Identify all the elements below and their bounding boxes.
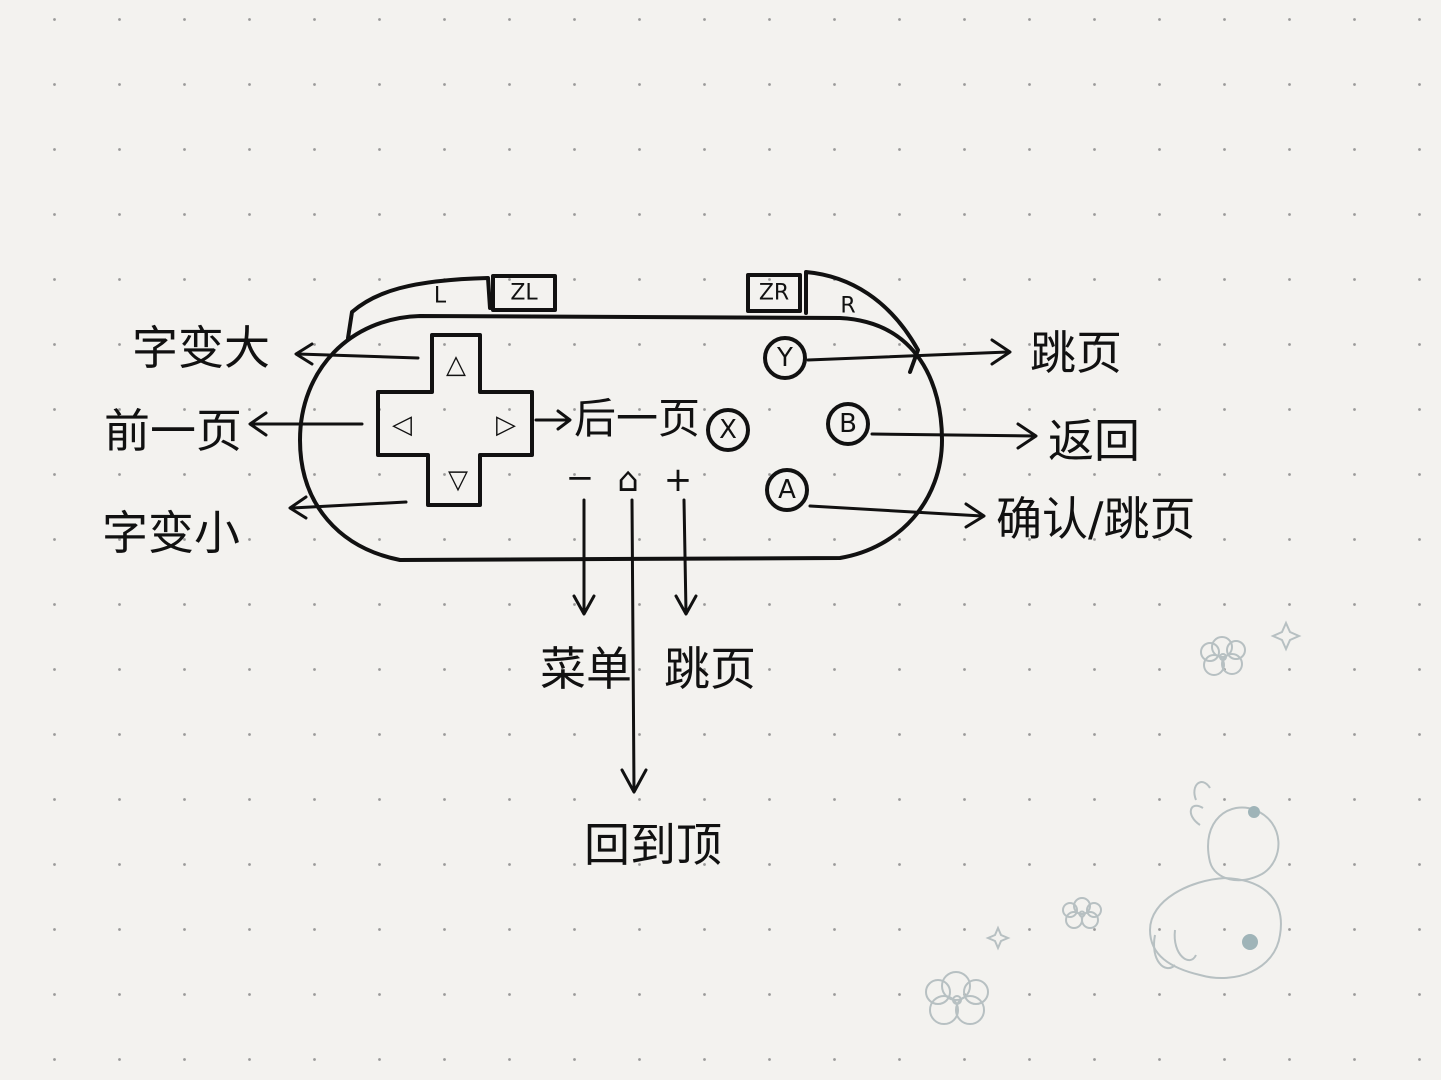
shoulder-zr-key: ZR bbox=[759, 281, 789, 306]
label-menu: 菜单 bbox=[540, 642, 632, 696]
label-jump-page-plus: 跳页 bbox=[664, 642, 756, 696]
face-y-circle bbox=[763, 336, 807, 380]
minus-key: − bbox=[566, 458, 595, 498]
shoulder-right-outline bbox=[804, 270, 920, 374]
face-b-key: B bbox=[839, 409, 857, 439]
shoulder-left-outline bbox=[346, 276, 492, 340]
label-jump-page-top: 跳页 bbox=[1030, 326, 1122, 380]
label-go-to-top: 回到顶 bbox=[584, 818, 722, 872]
face-a-circle bbox=[765, 468, 809, 512]
arrow-zoom-out bbox=[288, 495, 408, 520]
dpad-right-key: ▷ bbox=[496, 410, 516, 440]
label-next-page: 后一页 bbox=[574, 394, 701, 443]
shoulder-left-key: L bbox=[434, 284, 447, 309]
rabbit-sticker-icon bbox=[1148, 876, 1282, 980]
face-a-key: A bbox=[778, 475, 796, 505]
dpad-up-key: △ bbox=[446, 350, 466, 380]
shoulder-zr-outline bbox=[746, 273, 802, 313]
arrow-menu bbox=[572, 498, 596, 616]
arrow-jump-page-plus bbox=[674, 498, 698, 616]
arrow-back bbox=[870, 422, 1038, 450]
label-zoom-in: 字变大 bbox=[132, 321, 270, 375]
label-zoom-out: 字变小 bbox=[102, 506, 240, 560]
arrow-jump-page-top bbox=[806, 338, 1012, 366]
face-x-circle bbox=[706, 408, 750, 452]
shoulder-zl-key: ZL bbox=[510, 281, 538, 306]
dpad-outline bbox=[376, 333, 534, 507]
arrow-confirm-jump bbox=[808, 502, 986, 529]
controller-outline bbox=[298, 314, 944, 562]
dpad-left-key: ◁ bbox=[392, 410, 412, 440]
shoulder-right-key: R bbox=[840, 294, 855, 319]
face-x-key: X bbox=[719, 415, 737, 445]
sparkle-icon bbox=[985, 925, 1011, 951]
arrow-prev-page bbox=[248, 411, 364, 437]
arrow-next-page bbox=[534, 409, 572, 431]
rabbit-sticker-icon bbox=[1189, 781, 1280, 882]
label-confirm-jump: 确认/跳页 bbox=[996, 492, 1196, 546]
shoulder-zl-outline bbox=[491, 274, 557, 312]
face-b-circle bbox=[826, 402, 870, 446]
label-back: 返回 bbox=[1048, 414, 1140, 468]
dpad-down-key: ▽ bbox=[448, 465, 468, 495]
flower-sticker-icon bbox=[925, 971, 989, 1025]
arrow-go-to-top bbox=[620, 498, 648, 794]
plus-key: + bbox=[664, 460, 693, 500]
flower-sticker-icon bbox=[1200, 636, 1246, 676]
sparkle-icon bbox=[1270, 620, 1302, 652]
face-y-key: Y bbox=[776, 343, 793, 373]
home-icon: ⌂ bbox=[617, 460, 639, 500]
arrow-zoom-in bbox=[294, 342, 420, 366]
flower-sticker-icon bbox=[1062, 897, 1102, 929]
label-prev-page: 前一页 bbox=[104, 404, 242, 458]
